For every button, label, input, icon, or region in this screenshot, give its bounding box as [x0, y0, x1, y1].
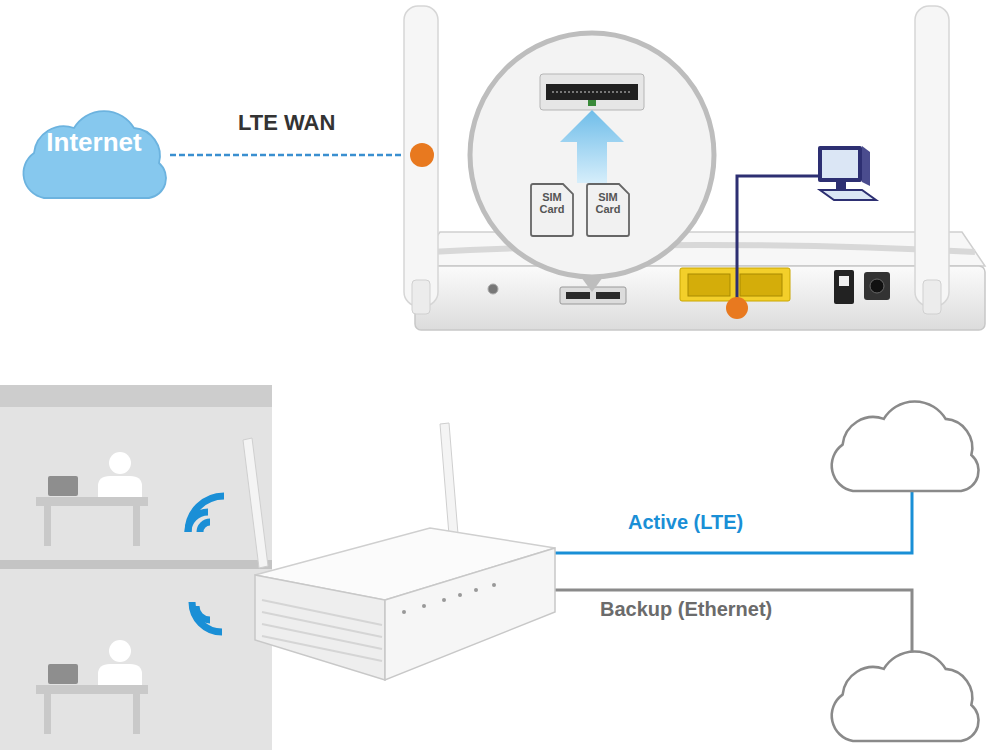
connection-dot	[410, 143, 434, 167]
link-label: LTE WAN	[238, 110, 335, 136]
antenna-part	[915, 6, 949, 306]
router-front-part	[492, 583, 496, 587]
router-front	[243, 423, 555, 680]
computer-icon-part	[862, 146, 870, 186]
wifi-waves-part	[200, 522, 210, 532]
router-back-part	[834, 270, 854, 304]
desk-worker-part	[98, 476, 142, 498]
router-front-part	[243, 438, 268, 568]
magnifier-part	[546, 84, 638, 100]
router-back-part	[839, 276, 849, 286]
router-back-part	[415, 266, 985, 330]
cloud	[832, 401, 979, 491]
sim-card-text: SIM Card	[530, 191, 574, 215]
magnifier-part	[470, 33, 714, 277]
wifi-waves	[186, 598, 230, 642]
antenna	[404, 6, 949, 314]
antenna-part	[404, 6, 438, 306]
sim-card-outline	[531, 184, 573, 236]
lte-link	[170, 154, 414, 157]
connection-dot	[726, 297, 748, 319]
router-front-part	[385, 548, 555, 680]
router-back-part	[566, 292, 590, 299]
router-front-part	[442, 598, 446, 602]
link-label: Active (LTE)	[628, 511, 743, 534]
office-building-part	[0, 385, 272, 407]
computer-icon-part	[836, 182, 846, 190]
insert-arrow	[560, 110, 624, 183]
desk-worker-part	[133, 694, 140, 734]
router-front-part	[440, 423, 458, 535]
magnifier	[470, 33, 714, 292]
computer-icon-part	[822, 150, 858, 178]
magnifier-part	[588, 100, 596, 106]
router-front-part	[262, 600, 382, 661]
desk-worker-part	[36, 497, 148, 506]
cloud	[832, 651, 979, 741]
desk-worker-part	[36, 685, 148, 694]
office-building	[0, 385, 272, 750]
sim-card: SIM Card	[586, 183, 630, 237]
router-front-part	[474, 588, 478, 592]
router-front-part	[402, 610, 406, 614]
antenna-part	[923, 280, 941, 314]
router-front-part	[422, 604, 426, 608]
wifi-waves-part	[188, 496, 224, 532]
office-building-part	[0, 560, 272, 569]
sim-card: SIM Card	[530, 183, 574, 237]
office-building-part	[0, 385, 272, 750]
desk-worker	[36, 452, 148, 546]
router-front-part	[458, 593, 462, 597]
desk-worker-part	[109, 640, 131, 662]
wifi-waves-part	[186, 598, 230, 642]
desk-worker-part	[44, 694, 51, 734]
router-front-part	[255, 575, 385, 680]
computer-icon-part	[820, 190, 876, 200]
internet-cloud: Internet	[14, 98, 174, 206]
antenna-part	[412, 280, 430, 314]
wifi-waves	[188, 496, 224, 532]
router-back-part	[688, 274, 730, 296]
backup-link	[555, 590, 912, 652]
link-label: Backup (Ethernet)	[600, 598, 772, 621]
sim-card-outline	[587, 184, 629, 236]
router-back-part	[680, 268, 790, 301]
wifi-waves-part	[192, 602, 222, 632]
computer-icon	[818, 146, 876, 200]
desk-worker	[36, 640, 148, 734]
sim-card-text: SIM Card	[586, 191, 630, 215]
router-back-part	[596, 292, 620, 299]
router-back-part	[488, 284, 498, 294]
lan-wire	[737, 176, 818, 306]
desk-worker-part	[48, 476, 78, 496]
router-back-part	[864, 272, 890, 300]
desk-worker-part	[133, 506, 140, 546]
router-back-part	[870, 279, 884, 293]
desk-worker-part	[109, 452, 131, 474]
magnifier-part	[540, 74, 644, 110]
desk-worker-part	[98, 664, 142, 686]
desk-worker-part	[48, 664, 78, 684]
desk-worker-part	[44, 506, 51, 546]
router-back-part	[740, 274, 782, 296]
magnifier-part	[552, 91, 632, 93]
internet-cloud-text: Internet	[14, 128, 174, 157]
active-link	[555, 491, 912, 553]
router-back	[415, 232, 985, 330]
computer-icon-part	[818, 146, 862, 182]
